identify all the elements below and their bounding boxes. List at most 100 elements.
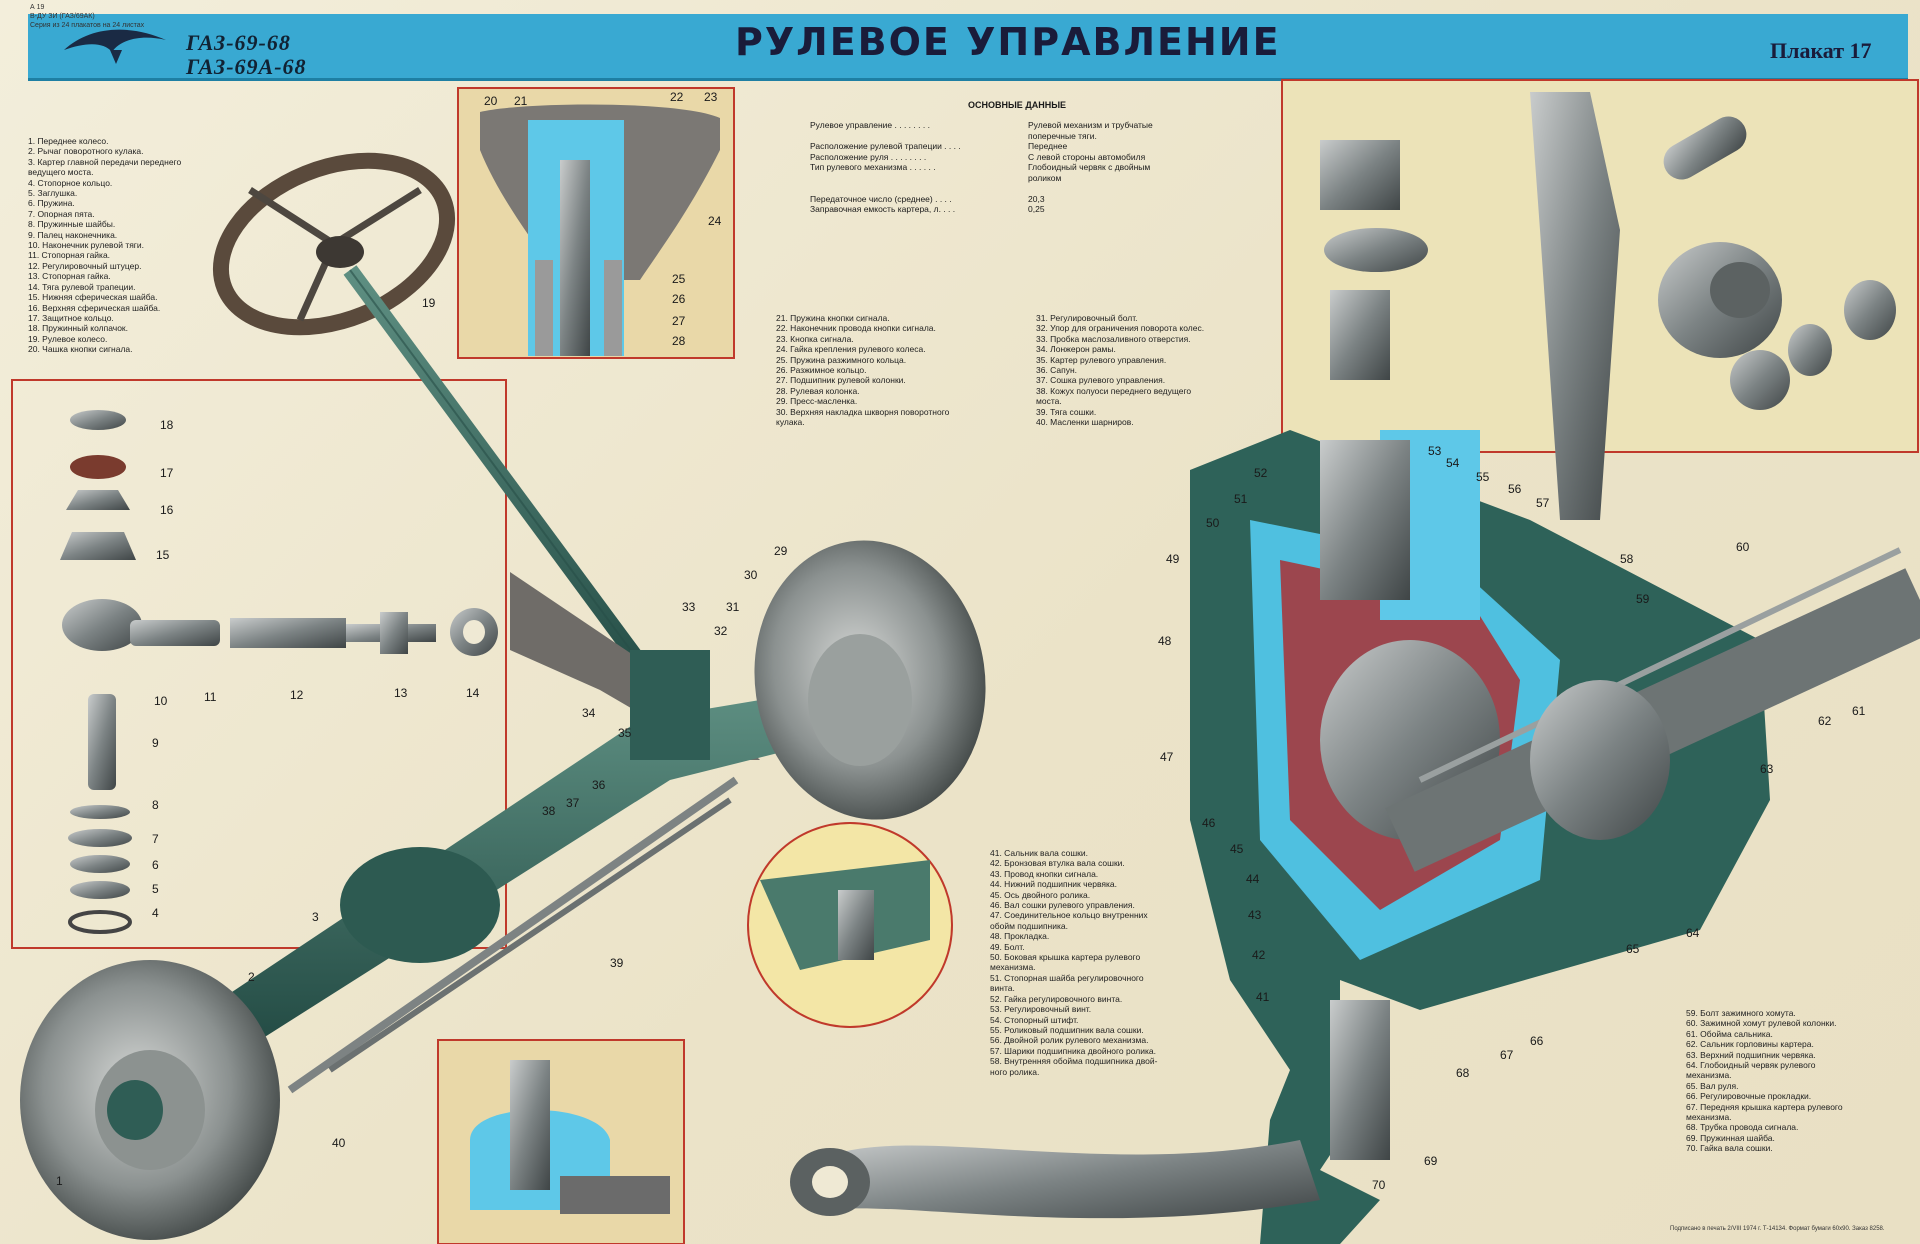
- steering-gearbox: [630, 650, 710, 760]
- tie-rod: [287, 776, 739, 1094]
- callout-63: 63: [1760, 762, 1774, 776]
- legend-item: 32. Упор для ограничения поворота колес.: [1036, 323, 1205, 334]
- spec-value: поперечные тяги.: [1028, 130, 1097, 141]
- callout-67: 67: [1500, 1048, 1514, 1062]
- callout-51: 51: [1234, 492, 1248, 506]
- spec-value: С левой стороны автомобиля: [1028, 151, 1146, 162]
- legend-item: 25. Пружина разжимного кольца.: [776, 354, 907, 365]
- callout-2: 2: [248, 970, 255, 984]
- spec-row: роликом: [810, 173, 1208, 184]
- legend-parts-21-30: 21. Пружина кнопки сигнала.22. Наконечни…: [776, 313, 949, 427]
- legend-item: 57. Шарики подшипника двойного ролика.: [990, 1045, 1156, 1056]
- legend-item: 61. Обойма сальника.: [1686, 1028, 1773, 1039]
- legend-item: 52. Гайка регулировочного винта.: [990, 993, 1123, 1004]
- legend-item: 53. Регулировочный винт.: [990, 1004, 1092, 1015]
- callout-68: 68: [1456, 1066, 1470, 1080]
- legend-item: ведущего моста.: [28, 167, 94, 178]
- legend-item: 14. Тяга рулевой трапеции.: [28, 281, 136, 292]
- series-line-3: Серия из 24 плакатов на 24 листах: [30, 22, 145, 29]
- spec-row: Тип рулевого механизма . . . . . .Глобои…: [810, 162, 1208, 173]
- legend-item: 63. Верхний подшипник червяка.: [1686, 1049, 1816, 1060]
- series-line-2: В-ДУ ЗИ (ГАЗ/69АК): [30, 13, 95, 20]
- legend-item: 15. Нижняя сферическая шайба.: [28, 292, 158, 303]
- legend-item: 19. Рулевое колесо.: [28, 333, 108, 344]
- callout-11: 11: [204, 690, 217, 704]
- callout-48: 48: [1158, 634, 1172, 648]
- spec-key: Расположение рулевой трапеции . . . .: [810, 141, 961, 151]
- callout-42: 42: [1252, 948, 1266, 962]
- callout-6: 6: [152, 858, 159, 872]
- legend-item: 55. Роликовый подшипник вала сошки.: [990, 1024, 1144, 1035]
- legend-item: 36. Сапун.: [1036, 365, 1078, 376]
- legend-item: 30. Верхняя накладка шкворня поворотного: [776, 406, 950, 417]
- legend-parts-41-58: 41. Сальник вала сошки.42. Бронзовая вту…: [990, 848, 1158, 1077]
- callout-52: 52: [1254, 466, 1268, 480]
- gaz-deer-logo-icon: [64, 29, 166, 64]
- legend-item: 34. Лонжерон рамы.: [1036, 344, 1116, 355]
- legend-item: механизма.: [1686, 1070, 1732, 1081]
- callout-34: 34: [582, 706, 596, 720]
- legend-item: 41. Сальник вала сошки.: [990, 848, 1088, 858]
- legend-item: 12. Регулировочный штуцер.: [28, 260, 142, 271]
- callout-3: 3: [312, 910, 319, 924]
- callout-60: 60: [1736, 540, 1750, 554]
- legend-item: 13. Стопорная гайка.: [28, 271, 111, 282]
- legend-item: 50. Боковая крышка картера рулевого: [990, 952, 1141, 963]
- legend-item: 22. Наконечник провода кнопки сигнала.: [776, 323, 936, 334]
- legend-item: 17. Защитное кольцо.: [28, 312, 114, 323]
- legend-item: 26. Разжимное кольцо.: [776, 365, 867, 376]
- callout-46: 46: [1202, 816, 1216, 830]
- legend-item: 11. Стопорная гайка.: [28, 250, 111, 261]
- callout-26: 26: [672, 292, 686, 306]
- legend-item: 56. Двойной ролик рулевого механизма.: [990, 1035, 1149, 1046]
- legend-item: 39. Тяга сошки.: [1036, 406, 1097, 417]
- legend-item: 29. Пресс-масленка.: [776, 396, 858, 407]
- legend-item: 2. Рычаг поворотного кулака.: [28, 146, 144, 157]
- specs-heading: ОСНОВНЫЕ ДАННЫЕ: [968, 100, 1067, 110]
- callout-66: 66: [1530, 1034, 1544, 1048]
- legend-item: 27. Подшипник рулевой колонки.: [776, 375, 906, 386]
- spec-key: Тип рулевого механизма . . . . . .: [810, 162, 936, 172]
- legend-item: 67. Передняя крышка картера рулевого: [1686, 1101, 1843, 1112]
- legend-item: 8. Пружинные шайбы.: [28, 219, 116, 230]
- callout-14: 14: [466, 686, 480, 700]
- legend-item: 4. Стопорное кольцо.: [28, 177, 113, 188]
- callout-31: 31: [726, 600, 740, 614]
- legend-item: 70. Гайка вала сошки.: [1686, 1143, 1773, 1154]
- callout-56: 56: [1508, 482, 1522, 496]
- header-band: [28, 14, 1908, 81]
- callout-8: 8: [152, 798, 159, 812]
- legend-item: 1. Переднее колесо.: [28, 136, 109, 146]
- callout-20: 20: [484, 94, 498, 108]
- callout-54: 54: [1446, 456, 1460, 470]
- legend-parts-31-40: 31. Регулировочный болт.32. Упор для огр…: [1036, 313, 1204, 427]
- callout-33: 33: [682, 600, 696, 614]
- callout-43: 43: [1248, 908, 1262, 922]
- callout-49: 49: [1166, 552, 1180, 566]
- callout-61: 61: [1852, 704, 1866, 718]
- spec-key: Передаточное число (среднее) . . . .: [810, 193, 952, 204]
- callout-35: 35: [618, 726, 632, 740]
- callout-30: 30: [744, 568, 758, 582]
- legend-item: 33. Пробка маслозаливного отверстия.: [1036, 333, 1191, 344]
- callout-45: 45: [1230, 842, 1244, 856]
- legend-item: кулака.: [776, 417, 805, 428]
- callout-9: 9: [152, 736, 159, 750]
- callout-21: 21: [514, 94, 528, 108]
- steering-wheel-rim: [212, 152, 456, 336]
- callout-39: 39: [610, 956, 624, 970]
- legend-item: ного ролика.: [990, 1066, 1040, 1077]
- callout-55: 55: [1476, 470, 1490, 484]
- callout-28: 28: [672, 334, 686, 348]
- callout-44: 44: [1246, 872, 1260, 886]
- callout-38: 38: [542, 804, 556, 818]
- callout-47: 47: [1160, 750, 1174, 764]
- callout-16: 16: [160, 503, 174, 517]
- legend-item: 51. Стопорная шайба регулировочного: [990, 972, 1144, 983]
- legend-item: 23. Кнопка сигнала.: [776, 333, 854, 344]
- legend-parts-1-20: 1. Переднее колесо.2. Рычаг поворотного …: [28, 136, 181, 355]
- spec-key: Расположение руля . . . . . . . .: [810, 151, 927, 162]
- legend-item: винта.: [990, 983, 1015, 994]
